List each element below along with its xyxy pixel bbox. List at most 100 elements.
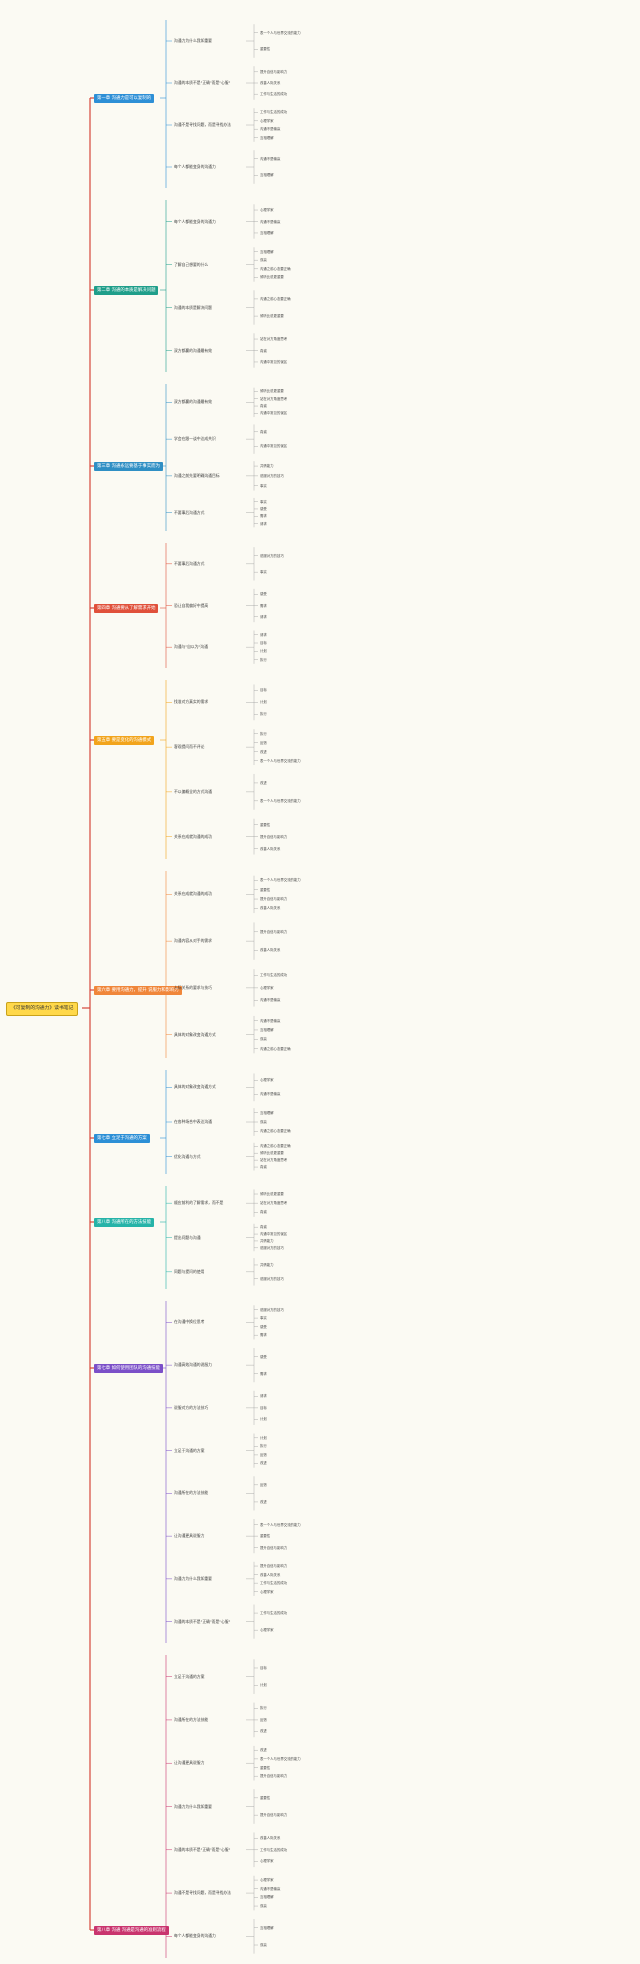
- subtopic[interactable]: 同题与提问的使用: [174, 1268, 205, 1274]
- subtopic[interactable]: 不要事后沟通方式: [174, 509, 205, 515]
- leaf-topic[interactable]: 需求: [260, 514, 267, 519]
- leaf-topic[interactable]: 沟通不是输赢: [260, 127, 281, 132]
- subtopic[interactable]: 人际关系的要求与技巧: [174, 984, 212, 990]
- leaf-topic[interactable]: 改进: [260, 780, 267, 785]
- leaf-topic[interactable]: 工作与生活的成功: [260, 1847, 288, 1852]
- subtopic[interactable]: 在沟通中换位思考: [174, 1319, 205, 1325]
- leaf-topic[interactable]: 改善人际关系: [260, 846, 281, 851]
- leaf-topic[interactable]: 感受: [260, 1354, 267, 1359]
- leaf-topic[interactable]: 反馈: [260, 740, 267, 745]
- leaf-topic[interactable]: 互相理解: [260, 1925, 274, 1930]
- leaf-topic[interactable]: 提升自信与影响力: [260, 929, 288, 934]
- subtopic[interactable]: 沟通的本质不是"正确"而是"心服": [174, 80, 231, 85]
- leaf-topic[interactable]: 重要性: [260, 822, 271, 827]
- leaf-topic[interactable]: 重要性: [260, 1534, 271, 1539]
- leaf-topic[interactable]: 改善人际关系: [260, 81, 281, 85]
- subtopic[interactable]: 说服对方的方法技巧: [174, 1404, 209, 1410]
- subtopic[interactable]: 学会在跟一谈中达成共识: [174, 436, 216, 442]
- leaf-topic[interactable]: 心理学家: [260, 1859, 274, 1864]
- subtopic[interactable]: 客观提问而不评论: [174, 744, 205, 750]
- leaf-topic[interactable]: 心理学家: [260, 208, 274, 213]
- chapter-topic[interactable]: 第八章 沟通 沟通是沟通的准则流程: [94, 1925, 169, 1935]
- subtopic[interactable]: 了解自己想要的什么: [174, 261, 209, 267]
- leaf-topic[interactable]: 目标: [260, 641, 267, 645]
- leaf-topic[interactable]: 改善人际关系: [260, 906, 281, 911]
- leaf-topic[interactable]: 执行: [260, 731, 267, 736]
- subtopic[interactable]: 沟通与"自以为"沟通: [174, 644, 208, 650]
- leaf-topic[interactable]: 需求: [260, 1333, 267, 1338]
- leaf-topic[interactable]: 沟通中常见的误区: [260, 1232, 288, 1237]
- leaf-topic[interactable]: 请求: [260, 1394, 267, 1399]
- leaf-topic[interactable]: 执行: [260, 712, 267, 717]
- subtopic[interactable]: 每个人都能变身的沟通力: [174, 1933, 216, 1939]
- subtopic[interactable]: 立足于沟通的方案: [174, 1447, 205, 1453]
- leaf-topic[interactable]: 需求: [260, 1371, 267, 1376]
- subtopic[interactable]: 不要事后沟通方式: [174, 560, 205, 566]
- leaf-topic[interactable]: 目标: [260, 688, 267, 693]
- leaf-topic[interactable]: 目标: [260, 1665, 267, 1670]
- leaf-topic[interactable]: 双赢: [260, 1120, 267, 1124]
- leaf-topic[interactable]: 提升自信与影响力: [260, 1813, 288, 1818]
- leaf-topic[interactable]: 表一个人与世界交流的能力: [260, 1756, 301, 1761]
- leaf-topic[interactable]: 请求: [260, 521, 267, 526]
- subtopic[interactable]: 沟通力为什么我如重要: [174, 38, 212, 43]
- leaf-topic[interactable]: 沟通不是输赢: [260, 1886, 281, 1891]
- subtopic[interactable]: 沟通的本质是解决问题: [174, 304, 212, 310]
- leaf-topic[interactable]: 共情能力: [260, 464, 274, 469]
- leaf-topic[interactable]: 改善人际关系: [260, 1572, 281, 1577]
- leaf-topic[interactable]: 计划: [260, 1435, 267, 1440]
- subtopic[interactable]: 沟通所在的方法技能: [174, 1716, 209, 1722]
- leaf-topic[interactable]: 站在对方角度思考: [260, 1158, 288, 1163]
- subtopic[interactable]: 立足于沟通的方案: [174, 1673, 205, 1679]
- chapter-topic[interactable]: 第二章 沟通的本质是解决问题: [94, 285, 159, 295]
- subtopic[interactable]: 沟通之前先要明确沟通目标: [174, 472, 220, 478]
- leaf-topic[interactable]: 事实: [260, 483, 267, 488]
- leaf-topic[interactable]: 沟通中常见的误区: [260, 359, 288, 364]
- leaf-topic[interactable]: 改进: [260, 1499, 267, 1504]
- leaf-topic[interactable]: 感受: [260, 1324, 267, 1329]
- leaf-topic[interactable]: 需求: [260, 603, 267, 608]
- leaf-topic[interactable]: 表一个人与世界交流的能力: [260, 878, 301, 883]
- subtopic[interactable]: 沟通所在的方法技能: [174, 1490, 209, 1496]
- leaf-topic[interactable]: 真诚: [260, 1165, 267, 1170]
- leaf-topic[interactable]: 改善人际关系: [260, 948, 281, 953]
- leaf-topic[interactable]: 倾听比说更重要: [260, 275, 284, 280]
- leaf-topic[interactable]: 互相理解: [260, 1110, 274, 1115]
- leaf-topic[interactable]: 表一个人与世界交流的能力: [260, 758, 301, 763]
- leaf-topic[interactable]: 沟通之前心态要正确: [260, 1046, 291, 1051]
- leaf-topic[interactable]: 双赢: [260, 1904, 267, 1909]
- leaf-topic[interactable]: 执行: [260, 657, 267, 662]
- leaf-topic[interactable]: 感受: [260, 506, 267, 511]
- leaf-topic[interactable]: 沟通不是输赢: [260, 156, 281, 161]
- leaf-topic[interactable]: 心理学家: [260, 1589, 274, 1594]
- chapter-topic[interactable]: 第五章 要是变化的沟通模式: [94, 735, 155, 745]
- chapter-topic[interactable]: 第四章 沟通要从了解需求开始: [94, 603, 159, 613]
- leaf-topic[interactable]: 真诚: [260, 404, 267, 409]
- leaf-topic[interactable]: 沟通中常见的误区: [260, 444, 288, 449]
- subtopic[interactable]: 沟通的本质不是"正确"而是"心服": [174, 1846, 231, 1852]
- leaf-topic[interactable]: 真诚: [260, 1210, 267, 1215]
- leaf-topic[interactable]: 沟通不是输赢: [260, 998, 281, 1003]
- leaf-topic[interactable]: 双赢: [260, 258, 267, 263]
- leaf-topic[interactable]: 改进: [260, 1729, 267, 1734]
- leaf-topic[interactable]: 心理学家: [260, 1628, 274, 1633]
- subtopic[interactable]: 恐让自我偏好中提高: [174, 602, 209, 608]
- leaf-topic[interactable]: 站在对方角度思考: [260, 337, 288, 342]
- chapter-topic[interactable]: 第八章 沟通所在的方法技能: [94, 1217, 155, 1227]
- leaf-topic[interactable]: 互相理解: [260, 249, 274, 254]
- chapter-topic[interactable]: 第三章 沟通永远要基于事实而为: [94, 461, 163, 471]
- subtopic[interactable]: 沟通不是寻找问题，而是寻找办法: [174, 122, 231, 127]
- leaf-topic[interactable]: 站在对方角度思考: [260, 396, 288, 401]
- subtopic[interactable]: 每个人都能变身的沟通力: [174, 164, 216, 169]
- leaf-topic[interactable]: 反馈: [260, 1717, 267, 1722]
- leaf-topic[interactable]: 沟通之前心态要正确: [260, 266, 291, 271]
- leaf-topic[interactable]: 心理学家: [260, 1078, 274, 1083]
- leaf-topic[interactable]: 计划: [260, 649, 267, 654]
- leaf-topic[interactable]: 感受: [260, 592, 267, 597]
- leaf-topic[interactable]: 事实: [260, 1316, 267, 1321]
- leaf-topic[interactable]: 说服对方的技巧: [260, 553, 284, 558]
- leaf-topic[interactable]: 心理学家: [260, 1878, 274, 1883]
- chapter-topic[interactable]: 第七章 立足于沟通的方案: [94, 1133, 150, 1143]
- leaf-topic[interactable]: 执行: [260, 1444, 267, 1449]
- subtopic[interactable]: 每个人都能变身的沟通力: [174, 218, 216, 224]
